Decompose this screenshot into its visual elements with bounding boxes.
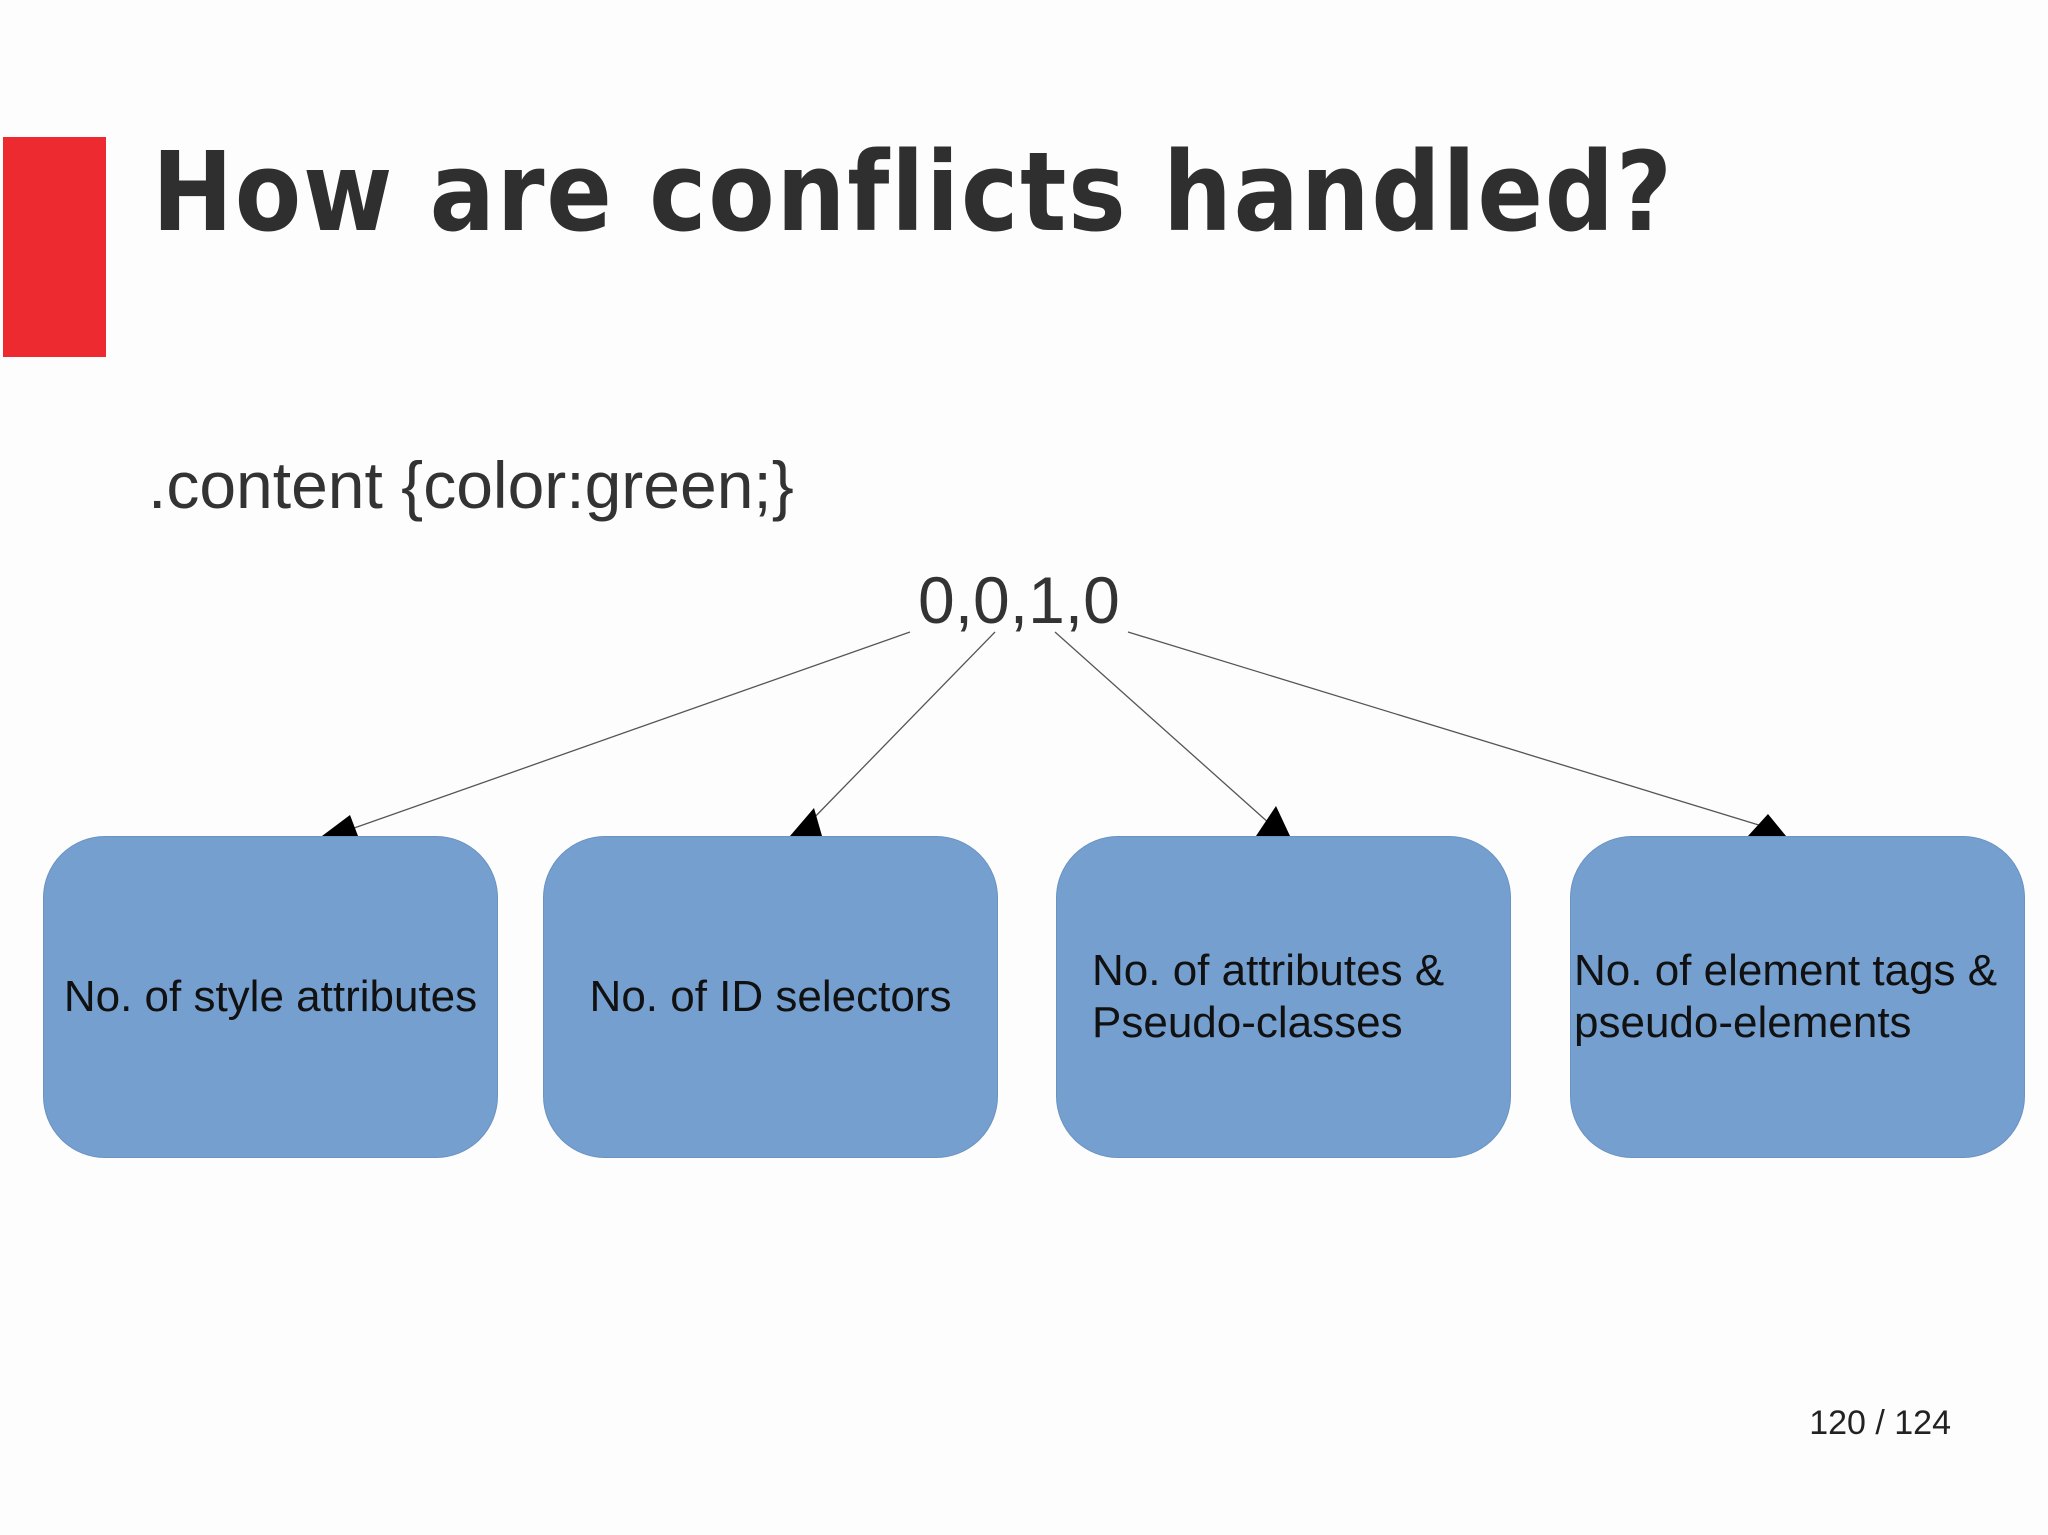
box-id-selectors-label: No. of ID selectors xyxy=(589,972,952,1021)
page-counter: 120 / 124 xyxy=(1809,1404,1951,1442)
slide-title: How are conflicts handled? xyxy=(152,128,1674,256)
box-element-tags-pseudo-elements-label: No. of element tags & pseudo-elements xyxy=(1574,946,1998,1047)
box-id-selectors: No. of ID selectors xyxy=(543,836,998,1158)
arrow-to-id-selectors xyxy=(807,631,996,825)
arrow-to-style-attributes xyxy=(339,631,911,835)
arrowhead-element-tags xyxy=(1748,814,1786,836)
arrow-to-element-tags xyxy=(1127,631,1763,827)
box-attributes-pseudo-classes-label: No. of attributes & Pseudo-classes xyxy=(1092,946,1445,1047)
css-rule-example: .content {color:green;} xyxy=(148,448,794,522)
box-style-attributes-label: No. of style attributes xyxy=(63,972,478,1021)
box-element-tags-pseudo-elements: No. of element tags & pseudo-elements xyxy=(1570,836,2025,1158)
title-accent-bar xyxy=(3,137,106,357)
arrow-to-attributes xyxy=(1054,631,1271,825)
arrowhead-attributes xyxy=(1256,806,1290,836)
box-attributes-pseudo-classes: No. of attributes & Pseudo-classes xyxy=(1056,836,1511,1158)
box-style-attributes: No. of style attributes xyxy=(43,836,498,1158)
specificity-value: 0,0,1,0 xyxy=(918,563,1120,637)
arrowhead-style-attributes xyxy=(322,815,358,836)
arrowhead-id-selectors xyxy=(790,808,822,836)
